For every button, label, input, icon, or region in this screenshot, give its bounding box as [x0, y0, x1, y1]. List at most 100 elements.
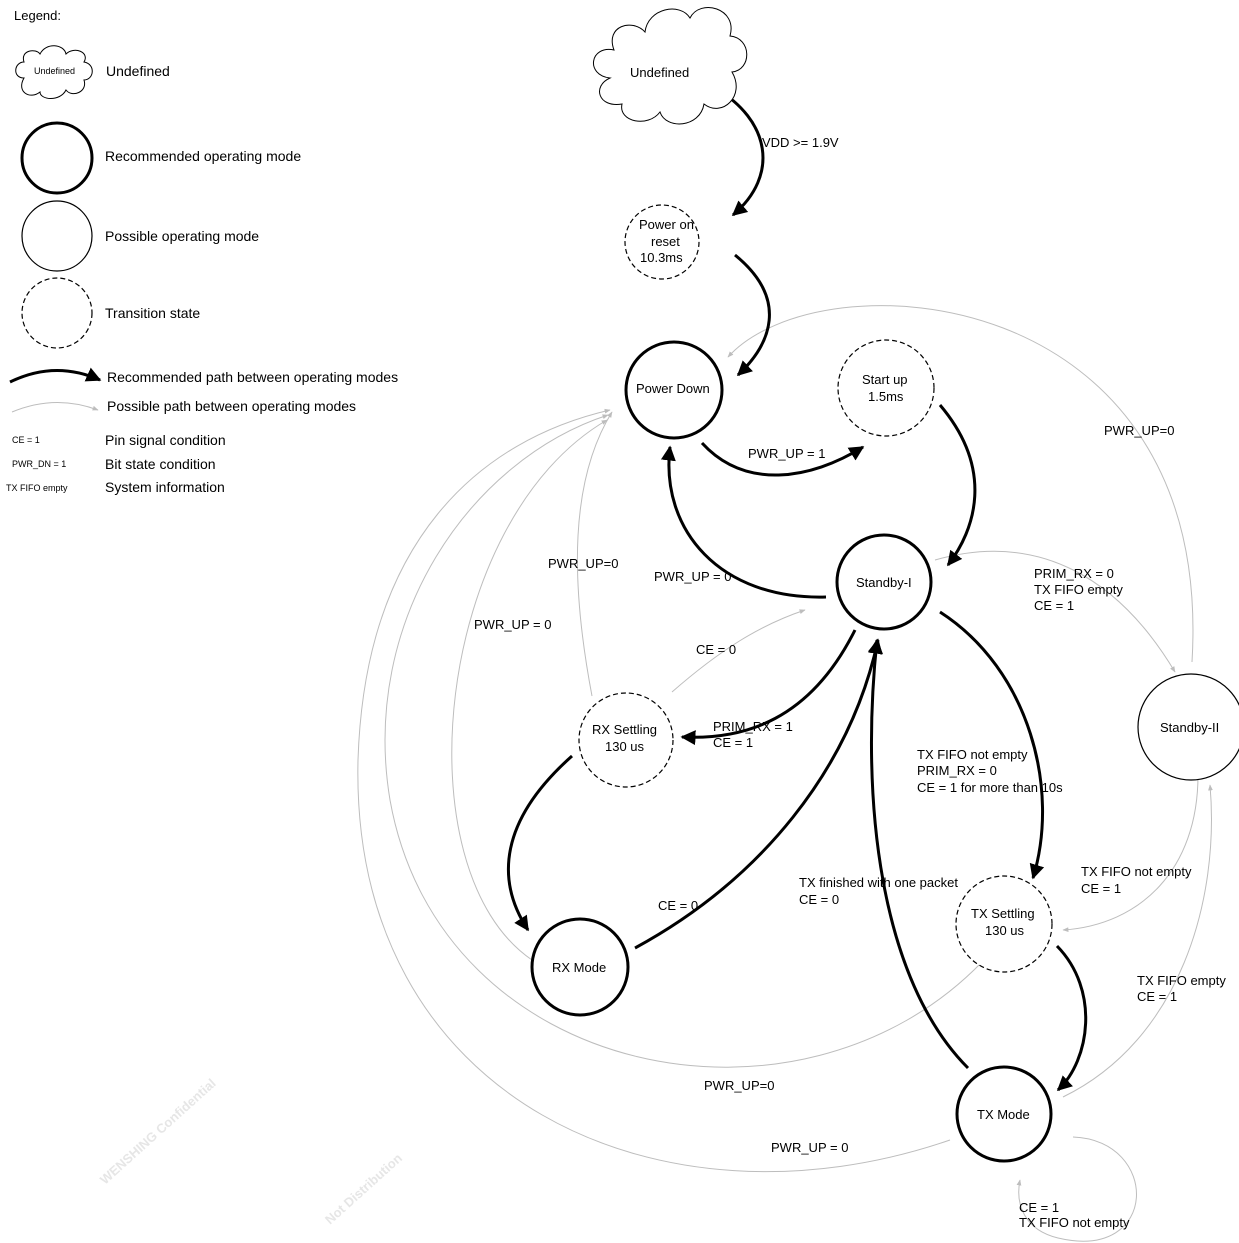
path-powerdown-to-startup — [700, 441, 865, 477]
label-txs-pwr-up-0: PWR_UP=0 — [704, 1078, 774, 1093]
path-txmode-to-standby2 — [1062, 784, 1213, 1098]
legend-item-recommended-mode: Recommended operating mode — [105, 148, 301, 164]
path-rx-settling-to-standby1 — [671, 609, 806, 693]
state-por-label-2: reset — [651, 234, 680, 249]
state-undefined-label: Undefined — [630, 65, 689, 80]
label-tx-done-2: CE = 0 — [799, 892, 839, 907]
legend-item-pin-signal: Pin signal condition — [105, 432, 226, 448]
state-por-label-1: Power on — [639, 217, 694, 232]
path-standby1-to-powerdown — [660, 445, 827, 599]
label-to-rx-2: CE = 1 — [713, 735, 753, 750]
states: Undefined Power on reset 10.3ms Power Do… — [530, 7, 1239, 1163]
legend-title: Legend: — [14, 8, 61, 23]
legend-transition-state-icon — [21, 277, 93, 349]
state-rx-mode-label: RX Mode — [552, 960, 606, 975]
path-standby1-to-standby2 — [934, 550, 1176, 673]
state-tx-settling-label-2: 130 us — [985, 923, 1025, 938]
label-to-standby2-2: TX FIFO empty — [1034, 582, 1123, 597]
state-standby-2 — [1137, 673, 1239, 781]
path-rx-settling-to-powerdown — [576, 411, 613, 697]
state-tx-settling-label-1: TX Settling — [971, 906, 1035, 921]
state-tx-mode-label: TX Mode — [977, 1107, 1030, 1122]
legend-item-possible-path: Possible path between operating modes — [107, 398, 356, 414]
label-tx-done-1: TX finished with one packet — [799, 875, 958, 890]
legend-possible-mode-icon — [21, 200, 93, 272]
state-standby-2-label: Standby-II — [1160, 720, 1219, 735]
legend-example-pin: CE = 1 — [12, 435, 40, 445]
label-to-tx-3: CE = 1 for more than 10s — [917, 780, 1063, 795]
state-rx-settling — [578, 692, 674, 788]
label-sb2-to-txs-1: TX FIFO not empty — [1081, 864, 1192, 879]
label-txmode-pwr-up-0: PWR_UP = 0 — [771, 1140, 848, 1155]
path-por-to-powerdown — [734, 253, 771, 377]
state-start-up — [837, 339, 935, 437]
recommended-paths — [506, 86, 1088, 1092]
path-txmode-to-powerdown — [357, 408, 951, 1173]
state-start-up-label-1: Start up — [862, 372, 908, 387]
watermark-line-2: Not Distribution — [322, 1150, 405, 1227]
legend-item-system-info: System information — [105, 479, 225, 495]
state-rx-settling-label-1: RX Settling — [592, 722, 657, 737]
legend-item-undefined: Undefined — [106, 63, 170, 79]
label-rxs-pwr-up-0-b: PWR_UP=0 — [548, 556, 618, 571]
state-por-label-3: 10.3ms — [640, 250, 683, 265]
path-rxmode-to-standby1 — [634, 638, 883, 950]
legend-example-system: TX FIFO empty — [6, 483, 68, 493]
label-to-rx-1: PRIM_RX = 1 — [713, 719, 793, 734]
path-txmode-to-standby1 — [868, 638, 970, 1070]
legend-item-possible-mode: Possible operating mode — [105, 228, 259, 244]
label-rx-ce0: CE = 0 — [658, 898, 698, 913]
legend-cloud-icon — [15, 45, 93, 99]
state-start-up-label-2: 1.5ms — [868, 389, 904, 404]
state-undefined-cloud-icon — [592, 7, 748, 125]
label-sb2-to-txs-2: CE = 1 — [1081, 881, 1121, 896]
legend-cloud-label: Undefined — [34, 66, 75, 76]
state-rx-settling-label-2: 130 us — [605, 739, 645, 754]
label-to-tx-2: PRIM_RX = 0 — [917, 763, 997, 778]
path-rx-settling-to-rxmode — [506, 754, 573, 932]
watermark-line-1: WENSHING Confidential — [97, 1076, 219, 1188]
label-to-standby2-3: CE = 1 — [1034, 598, 1074, 613]
state-tx-settling — [955, 875, 1053, 973]
legend-recommended-path-icon — [9, 367, 102, 384]
label-rxs-pwr-up-0: PWR_UP = 0 — [474, 617, 551, 632]
path-tx-settling-to-txmode — [1055, 944, 1088, 1092]
path-standby2-to-tx-settling — [1062, 774, 1199, 933]
watermark: WENSHING Confidential Not Distribution — [97, 1076, 405, 1228]
label-pwr-up-1: PWR_UP = 1 — [748, 446, 825, 461]
label-tx-to-sb2-2: CE = 1 — [1137, 989, 1177, 1004]
label-standby2-pwr-up-0: PWR_UP=0 — [1104, 423, 1174, 438]
label-rxs-ce0: CE = 0 — [696, 642, 736, 657]
legend-item-transition-state: Transition state — [105, 305, 200, 321]
legend-recommended-mode-icon — [20, 121, 94, 195]
transition-labels: VDD >= 1.9V PWR_UP = 1 PWR_UP=0 PWR_UP =… — [474, 135, 1226, 1230]
path-startup-to-standby1 — [938, 404, 977, 567]
path-txmode-loop — [1016, 1136, 1137, 1242]
legend-example-bit: PWR_DN = 1 — [12, 459, 66, 469]
path-standby2-to-powerdown — [727, 305, 1194, 663]
legend: Legend: Undefined Undefined Recommended … — [6, 8, 398, 495]
state-power-down-label: Power Down — [636, 381, 710, 396]
label-to-tx-1: TX FIFO not empty — [917, 747, 1028, 762]
state-rx-mode — [530, 917, 630, 1017]
label-tx-to-sb2-1: TX FIFO empty — [1137, 973, 1226, 988]
possible-paths — [357, 305, 1213, 1242]
path-undefined-to-por — [714, 86, 765, 217]
state-standby-1 — [835, 533, 933, 631]
legend-item-bit-state: Bit state condition — [105, 456, 216, 472]
state-tx-mode — [955, 1065, 1053, 1163]
label-tx-loop-1: CE = 1 — [1019, 1200, 1059, 1215]
state-standby-1-label: Standby-I — [856, 575, 912, 590]
path-tx-settling-to-powerdown — [384, 414, 983, 1068]
label-vdd: VDD >= 1.9V — [762, 135, 839, 150]
legend-item-recommended-path: Recommended path between operating modes — [107, 369, 398, 385]
label-to-standby2-1: PRIM_RX = 0 — [1034, 566, 1114, 581]
state-power-on-reset — [624, 204, 700, 280]
label-standby1-pwr-up-0: PWR_UP = 0 — [654, 569, 731, 584]
path-standby1-to-rx-settling — [680, 629, 857, 746]
path-standby1-to-tx-settling — [939, 610, 1045, 880]
state-power-down — [624, 340, 724, 440]
path-rxmode-to-powerdown — [451, 419, 608, 961]
label-tx-loop-2: TX FIFO not empty — [1019, 1215, 1130, 1230]
